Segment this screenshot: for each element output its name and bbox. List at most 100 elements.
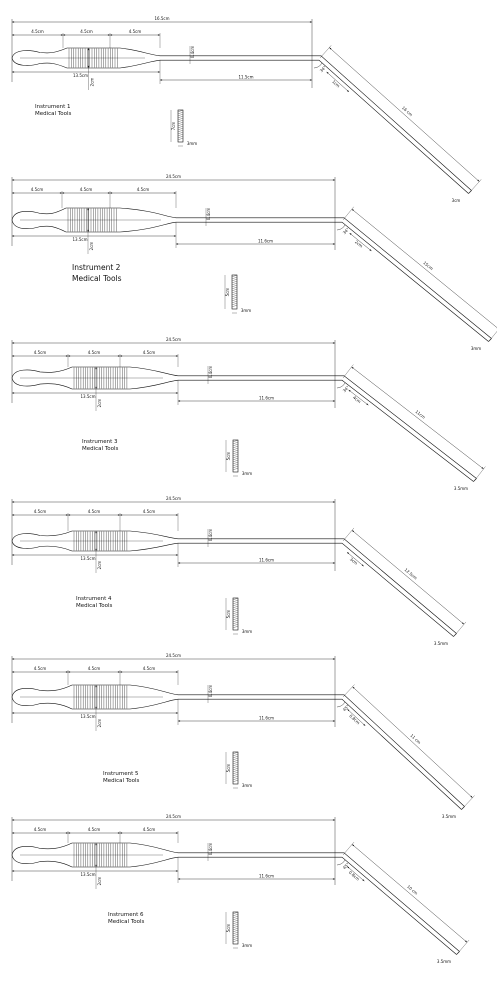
width-label: 2cm [90,78,95,87]
bend-length-dimension [349,232,372,252]
section-label: 4.5cm [88,509,101,514]
bend-length-dimension [347,866,365,882]
section-hatch [232,611,239,615]
dimension-arrow [351,209,354,212]
section-hatch [232,925,239,929]
dimension-arrow [175,554,178,556]
instrument-subtitle: Medical Tools [103,778,140,784]
dimension-arrow [12,71,15,73]
dimension-arrow [12,21,15,23]
section-hatch [232,445,239,449]
section-hatch [232,441,239,445]
total-length-label: 24.5cm [166,814,181,819]
section-hatch [232,929,239,933]
dimension-arrow [369,249,372,252]
detail-height-label: 5cm [225,288,230,297]
detail-width-label: 3mm [242,629,252,634]
section-outline [232,597,239,631]
instrument-title: Instrument 6 [108,912,144,918]
section-hatch [231,278,238,282]
dimension-arrow [12,819,15,821]
section-hatch [231,292,238,296]
total-length-label: 24.5cm [166,337,181,342]
section-hatch [232,623,239,627]
instrument-title: Instrument 3 [82,439,118,445]
dimension-arrow [326,71,329,74]
bend-length-label: 3cm [349,556,359,565]
section-hatch [232,757,239,761]
angle-label: 34° [342,385,351,394]
section-hatch [231,294,238,298]
dimension-arrow [175,832,178,834]
total-length-label: 24.5cm [166,174,181,179]
extension-line [457,939,470,954]
section-hatch [232,933,239,937]
dimension-arrow [63,34,66,36]
extension-line [342,364,354,379]
section-hatch [231,296,238,300]
angle-arc [336,701,346,708]
dimension-arrow [178,562,181,564]
dimension-arrow [120,671,123,673]
width-label: 2cm [97,719,102,728]
section-label: 4.5cm [80,187,93,192]
bend-length-label: 1cm [331,79,341,89]
tip-width-label: 3cm [452,198,461,203]
total-length-label: 24.5cm [166,496,181,501]
section-hatch [232,779,239,783]
angle-label: 45° [342,862,351,871]
section-hatch [177,131,184,135]
section-hatch [231,298,238,302]
dimension-arrow [173,192,176,194]
dimension-arrow [175,671,178,673]
dimension-arrow [173,235,176,237]
angle-arc [336,859,346,866]
dimension-arrow [12,342,15,344]
section-hatch [231,288,238,292]
section-hatch [232,761,239,765]
section-label: 4.5cm [34,509,47,514]
section-hatch [177,117,184,121]
tip-length-label: 10 cm [406,884,419,896]
dimension-arrow [68,514,71,516]
section-hatch [177,111,184,115]
section-hatch [231,290,238,294]
dimension-arrow [465,940,468,943]
instrument-subtitle: Medical Tools [76,603,113,609]
dimension-arrow [87,48,90,51]
bend-length-label: 0.8cm [348,870,361,882]
section-hatch [232,439,239,443]
section-label: 4.5cm [88,666,101,671]
dimension-arrow [62,192,65,194]
dimension-arrow [461,622,465,625]
bent-tip-outline [335,538,457,637]
extension-line [474,466,486,481]
detail-height-label: 5cm [226,764,231,773]
tip-length-label: 15cm [422,260,434,271]
shaft-length-label: 11.6cm [259,396,274,401]
detail-height-label: 7cm [171,122,176,131]
detail-height-label: 5cm [226,610,231,619]
handle-outline [11,530,335,552]
dimension-arrow [347,866,350,869]
section-hatch [232,923,239,927]
dimension-arrow [178,400,181,402]
section-label: 4.5cm [34,827,47,832]
total-length-label: 24.5cm [166,653,181,658]
extension-line [342,841,355,856]
shaft-height-label: 0.4cm [206,208,211,221]
dimension-arrow [12,514,15,516]
dimension-arrow [157,71,160,73]
shaft-height-label: 0.4cm [208,685,213,698]
section-hatch [177,123,184,127]
section-hatch [232,931,239,935]
dimension-arrow [117,355,120,357]
extension-line [489,331,497,341]
dimension-arrow [65,514,68,516]
bend-length-dimension [347,709,366,726]
section-hatch [232,467,239,471]
section-hatch [231,304,238,308]
